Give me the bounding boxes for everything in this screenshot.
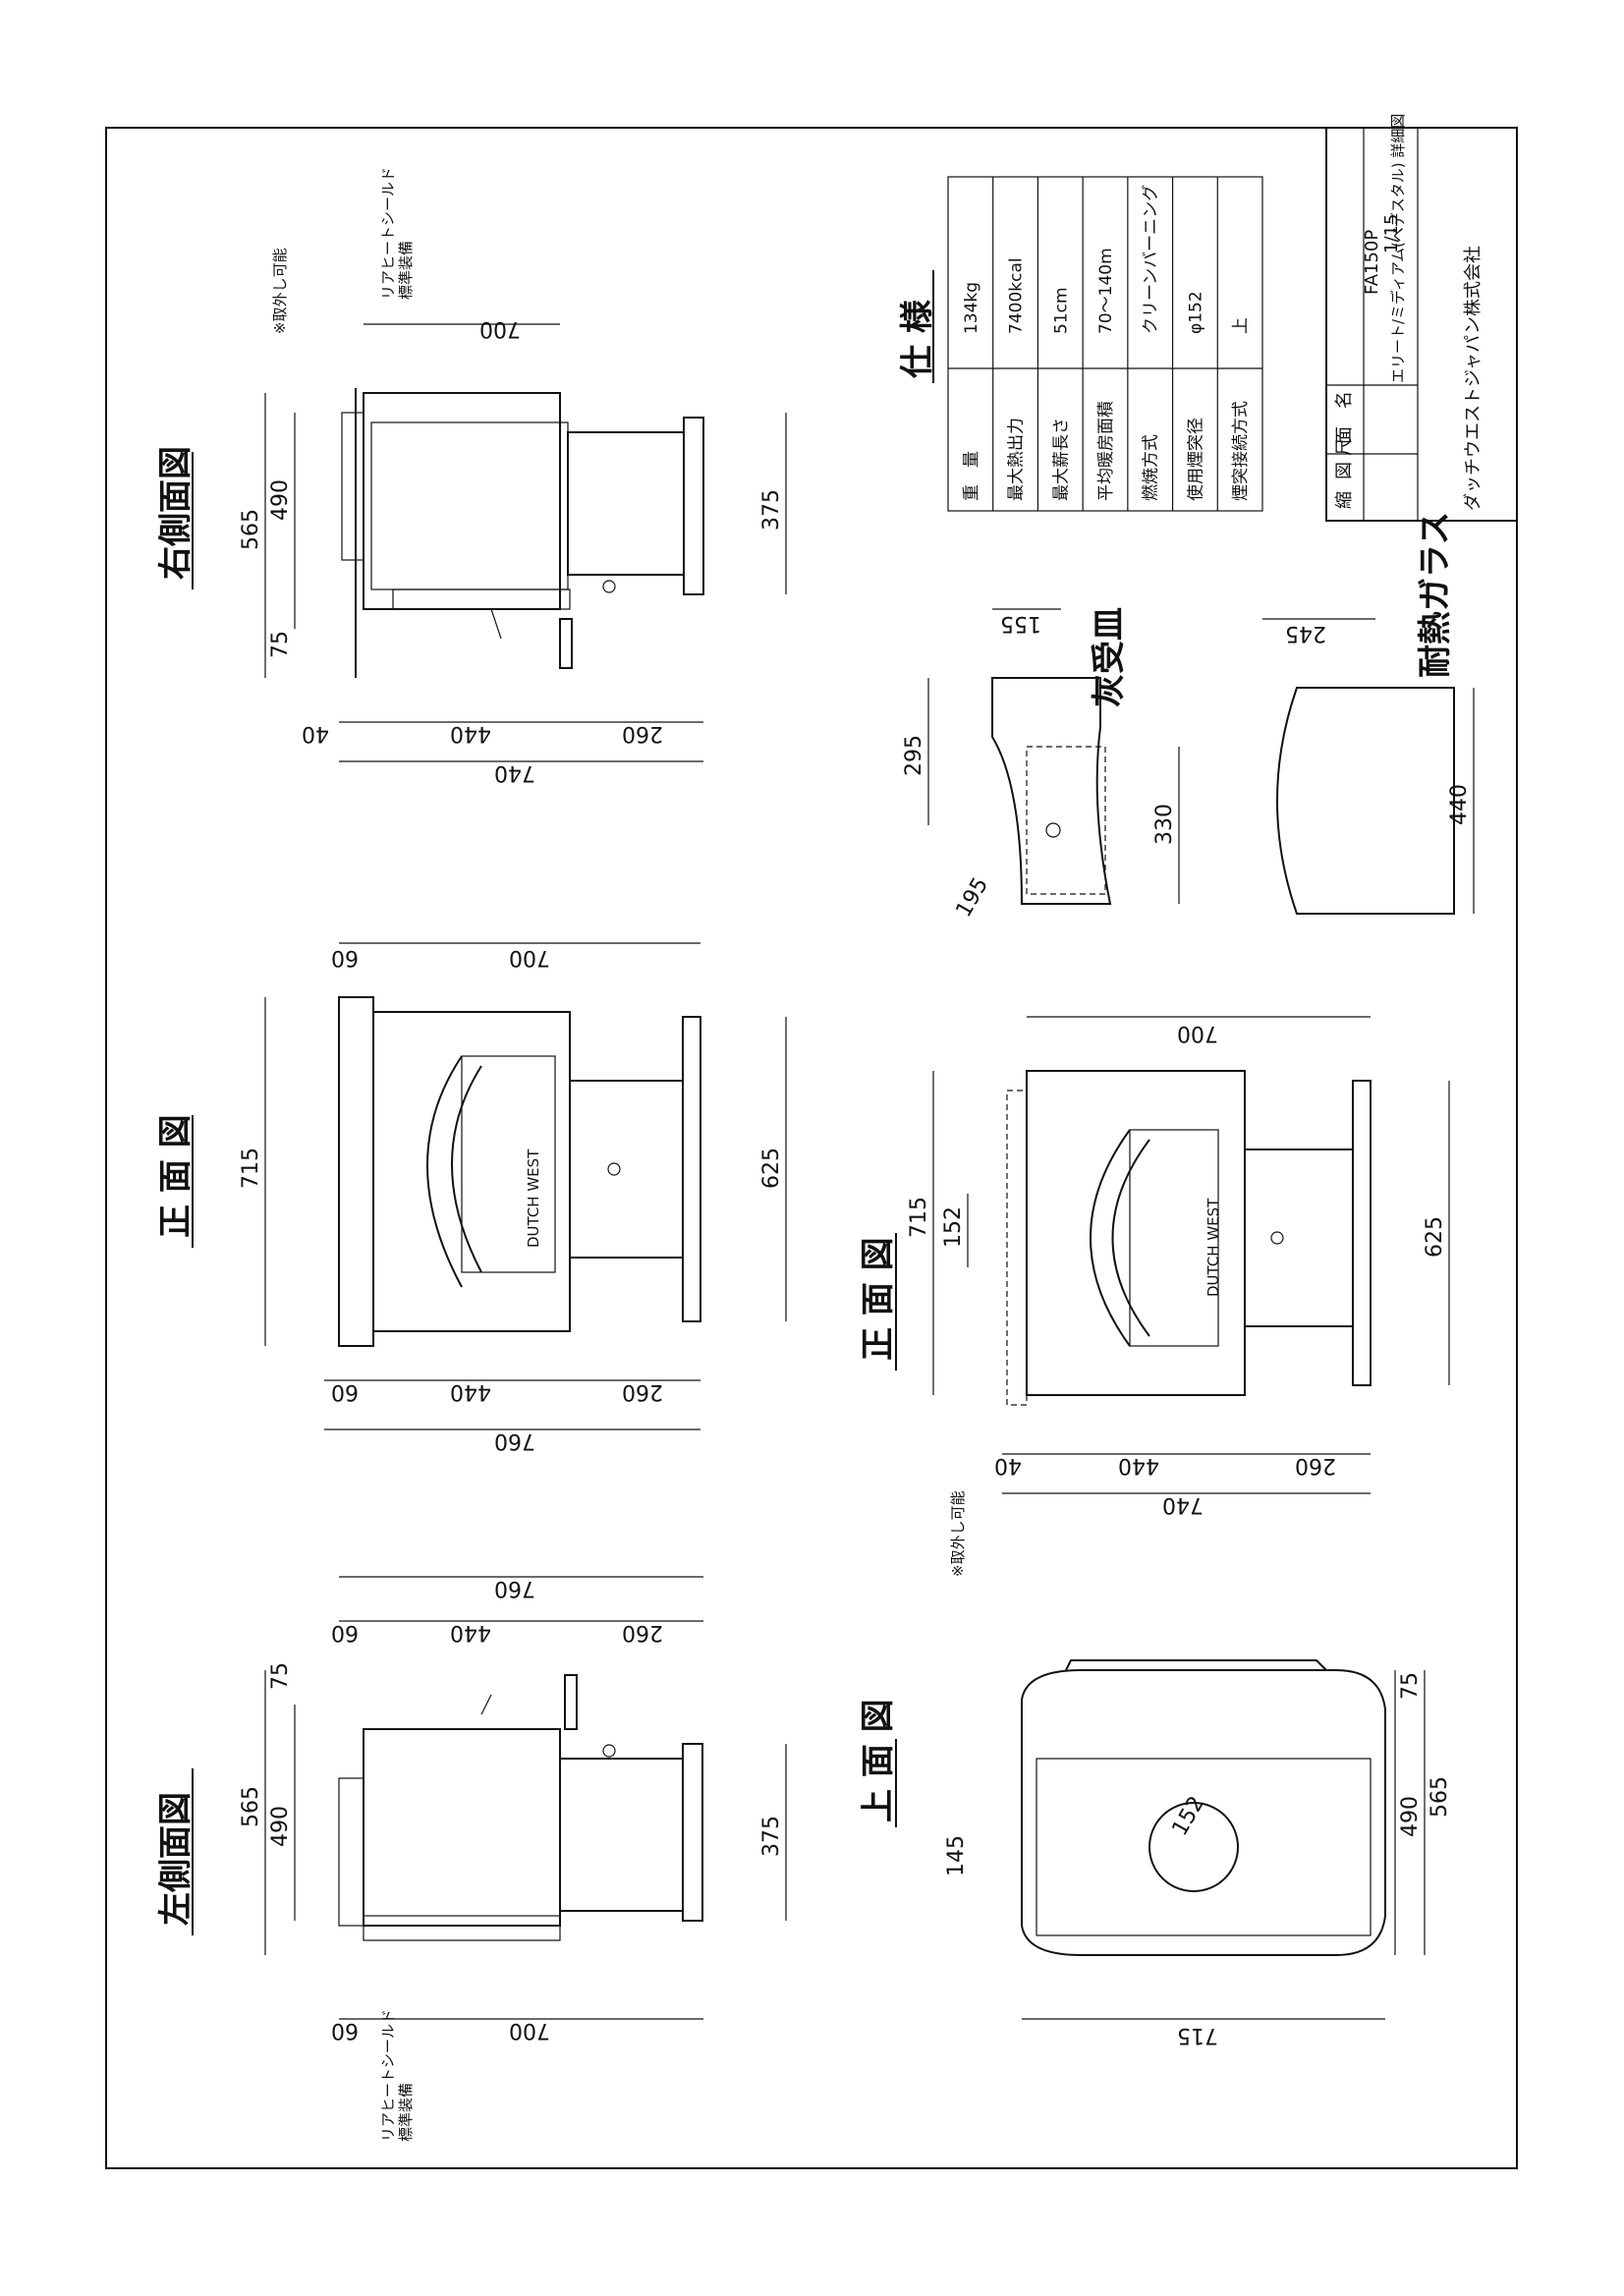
- front-view-top: 正 面 図 DUTCH WEST 60 700 715 625 60 440 2…: [156, 942, 787, 1453]
- ls-dim-375: 375: [759, 1816, 784, 1857]
- ash-dim-195: 195: [952, 873, 994, 922]
- title-block: 図 面 名 FA150P エリート/ミディアム(ベデスタル) 詳細図 縮 尺 1…: [1325, 114, 1518, 522]
- ash-dim-330: 330: [1152, 804, 1177, 845]
- ls-dim-60: 60: [331, 1620, 359, 1645]
- spec-value: 7400kcal: [1007, 257, 1027, 334]
- front-top-title: 正 面 図: [156, 1114, 196, 1238]
- ft-dim-260: 260: [622, 1379, 663, 1404]
- top-dim-490: 490: [1398, 1796, 1423, 1837]
- ls-dim-60b: 60: [331, 2018, 359, 2043]
- ft-dim-700: 700: [509, 945, 550, 970]
- spec-value: 70～140m: [1096, 248, 1116, 334]
- fb-dim-40: 40: [994, 1453, 1022, 1478]
- fb-dim-260: 260: [1295, 1453, 1336, 1478]
- front-view-bottom: 正 面 図 DUTCH WEST 700 715 152 625 40 440 …: [859, 1016, 1450, 1577]
- spec-title: 仕 様: [898, 299, 937, 378]
- title-label-drawing: 図 面 名: [1334, 391, 1355, 479]
- rs-note-shield-1: リアヒートシールド: [379, 167, 397, 300]
- rs-dim-440: 440: [450, 721, 491, 746]
- ft-dim-715: 715: [239, 1148, 263, 1189]
- fb-dim-440: 440: [1118, 1453, 1159, 1478]
- fb-dim-625: 625: [1423, 1216, 1447, 1258]
- ls-dim-440: 440: [450, 1620, 491, 1645]
- spec-label: 使用煙突径: [1185, 418, 1205, 501]
- rs-note-removable: ※取外し可能: [271, 248, 289, 334]
- rs-dim-375: 375: [759, 489, 784, 531]
- fb-dim-740: 740: [1162, 1492, 1204, 1517]
- top-dim-565: 565: [1428, 1776, 1452, 1818]
- right-side-view: 右側面図 700 565 490 75 375 40 440 260 740 ※…: [156, 167, 787, 785]
- rs-dim-700: 700: [479, 316, 521, 341]
- ls-dim-565: 565: [239, 1786, 263, 1827]
- spec-value: 134kg: [962, 282, 981, 334]
- spec-label: 煙突接続方式: [1231, 401, 1251, 501]
- spec-value: クリーンバーニング: [1142, 185, 1161, 334]
- front-top-brand: DUTCH WEST: [525, 1148, 542, 1248]
- top-view-title: 上 面 図: [859, 1699, 898, 1822]
- rs-dim-260: 260: [622, 721, 663, 746]
- title-label-scale: 縮 尺: [1334, 438, 1355, 509]
- ls-note-shield-2: 標準装備: [397, 2083, 415, 2142]
- sheet-border: [105, 127, 1518, 2169]
- title-company: ダッチウエストジャパン株式会社: [1463, 246, 1484, 511]
- title-model: FA150P: [1362, 230, 1382, 295]
- ash-pan-label: 灰受皿: [1090, 607, 1129, 707]
- top-view: 上 面 図 75 565 490 145 152 715: [859, 1659, 1452, 2047]
- glass-dim-245: 245: [1285, 621, 1326, 645]
- left-side-view: 左側面図 760 60 440 260 75 565 490 375 60 70…: [156, 1576, 787, 2142]
- spec-value: 上: [1231, 317, 1251, 334]
- ls-note-shield-1: リアヒートシールド: [379, 2009, 397, 2142]
- rs-dim-75: 75: [268, 631, 293, 658]
- ash-pan: 155 295 195 330 灰受皿: [902, 607, 1180, 922]
- rs-dim-490: 490: [268, 479, 293, 521]
- spec-value: 51cm: [1051, 287, 1071, 334]
- ft-dim-60b: 60: [331, 1379, 359, 1404]
- fb-dim-152: 152: [941, 1206, 966, 1248]
- ls-dim-75: 75: [268, 1662, 293, 1690]
- top-dim-145: 145: [944, 1835, 969, 1876]
- fb-note-removable: ※取外し可能: [949, 1490, 967, 1577]
- spec-label: 重 量: [962, 451, 981, 501]
- glass-panel: 245 440 耐熱ガラス: [1262, 512, 1475, 915]
- rs-dim-40: 40: [302, 721, 329, 746]
- rs-dim-740: 740: [494, 760, 535, 785]
- front-bottom-brand: DUTCH WEST: [1204, 1198, 1222, 1297]
- ls-dim-700: 700: [509, 2018, 550, 2043]
- spec-value: φ152: [1186, 291, 1205, 334]
- fb-dim-715: 715: [907, 1197, 931, 1238]
- spec-label: 最大熱出力: [1007, 418, 1027, 501]
- spec-label: 平均暖房面積: [1096, 401, 1116, 501]
- ls-dim-490: 490: [268, 1806, 293, 1847]
- rs-dim-565: 565: [239, 509, 263, 550]
- ls-dim-260: 260: [622, 1620, 663, 1645]
- fb-dim-700: 700: [1177, 1021, 1218, 1045]
- title-scale: 1/15: [1381, 214, 1402, 253]
- ash-dim-295: 295: [902, 735, 926, 776]
- glass-label: 耐熱ガラス: [1416, 512, 1455, 678]
- ft-dim-60a: 60: [331, 945, 359, 970]
- ft-dim-440: 440: [450, 1379, 491, 1404]
- spec-label: 最大薪長さ: [1051, 418, 1071, 501]
- left-side-title: 左側面図: [156, 1792, 196, 1926]
- front-bottom-title: 正 面 図: [859, 1237, 898, 1361]
- spec-label: 燃焼方式: [1142, 434, 1161, 501]
- title-drawing-name: エリート/ミディアム(ベデスタル) 詳細図: [1389, 114, 1407, 383]
- top-dim-715: 715: [1177, 2023, 1218, 2047]
- ash-dim-155: 155: [1000, 611, 1041, 636]
- top-dim-152: 152: [1168, 1792, 1210, 1840]
- ft-dim-760: 760: [494, 1428, 535, 1453]
- top-dim-75: 75: [1398, 1672, 1423, 1700]
- right-side-title: 右側面図: [156, 446, 196, 580]
- ls-dim-760: 760: [494, 1576, 535, 1600]
- glass-dim-440: 440: [1447, 784, 1472, 825]
- spec-table: 仕 様 重 量 134kg 最大熱出力 7400kcal 最大薪長さ 51cm 平均暖房面積…: [898, 176, 1263, 512]
- ft-dim-625: 625: [759, 1148, 784, 1189]
- rs-note-shield-2: 標準装備: [397, 241, 415, 300]
